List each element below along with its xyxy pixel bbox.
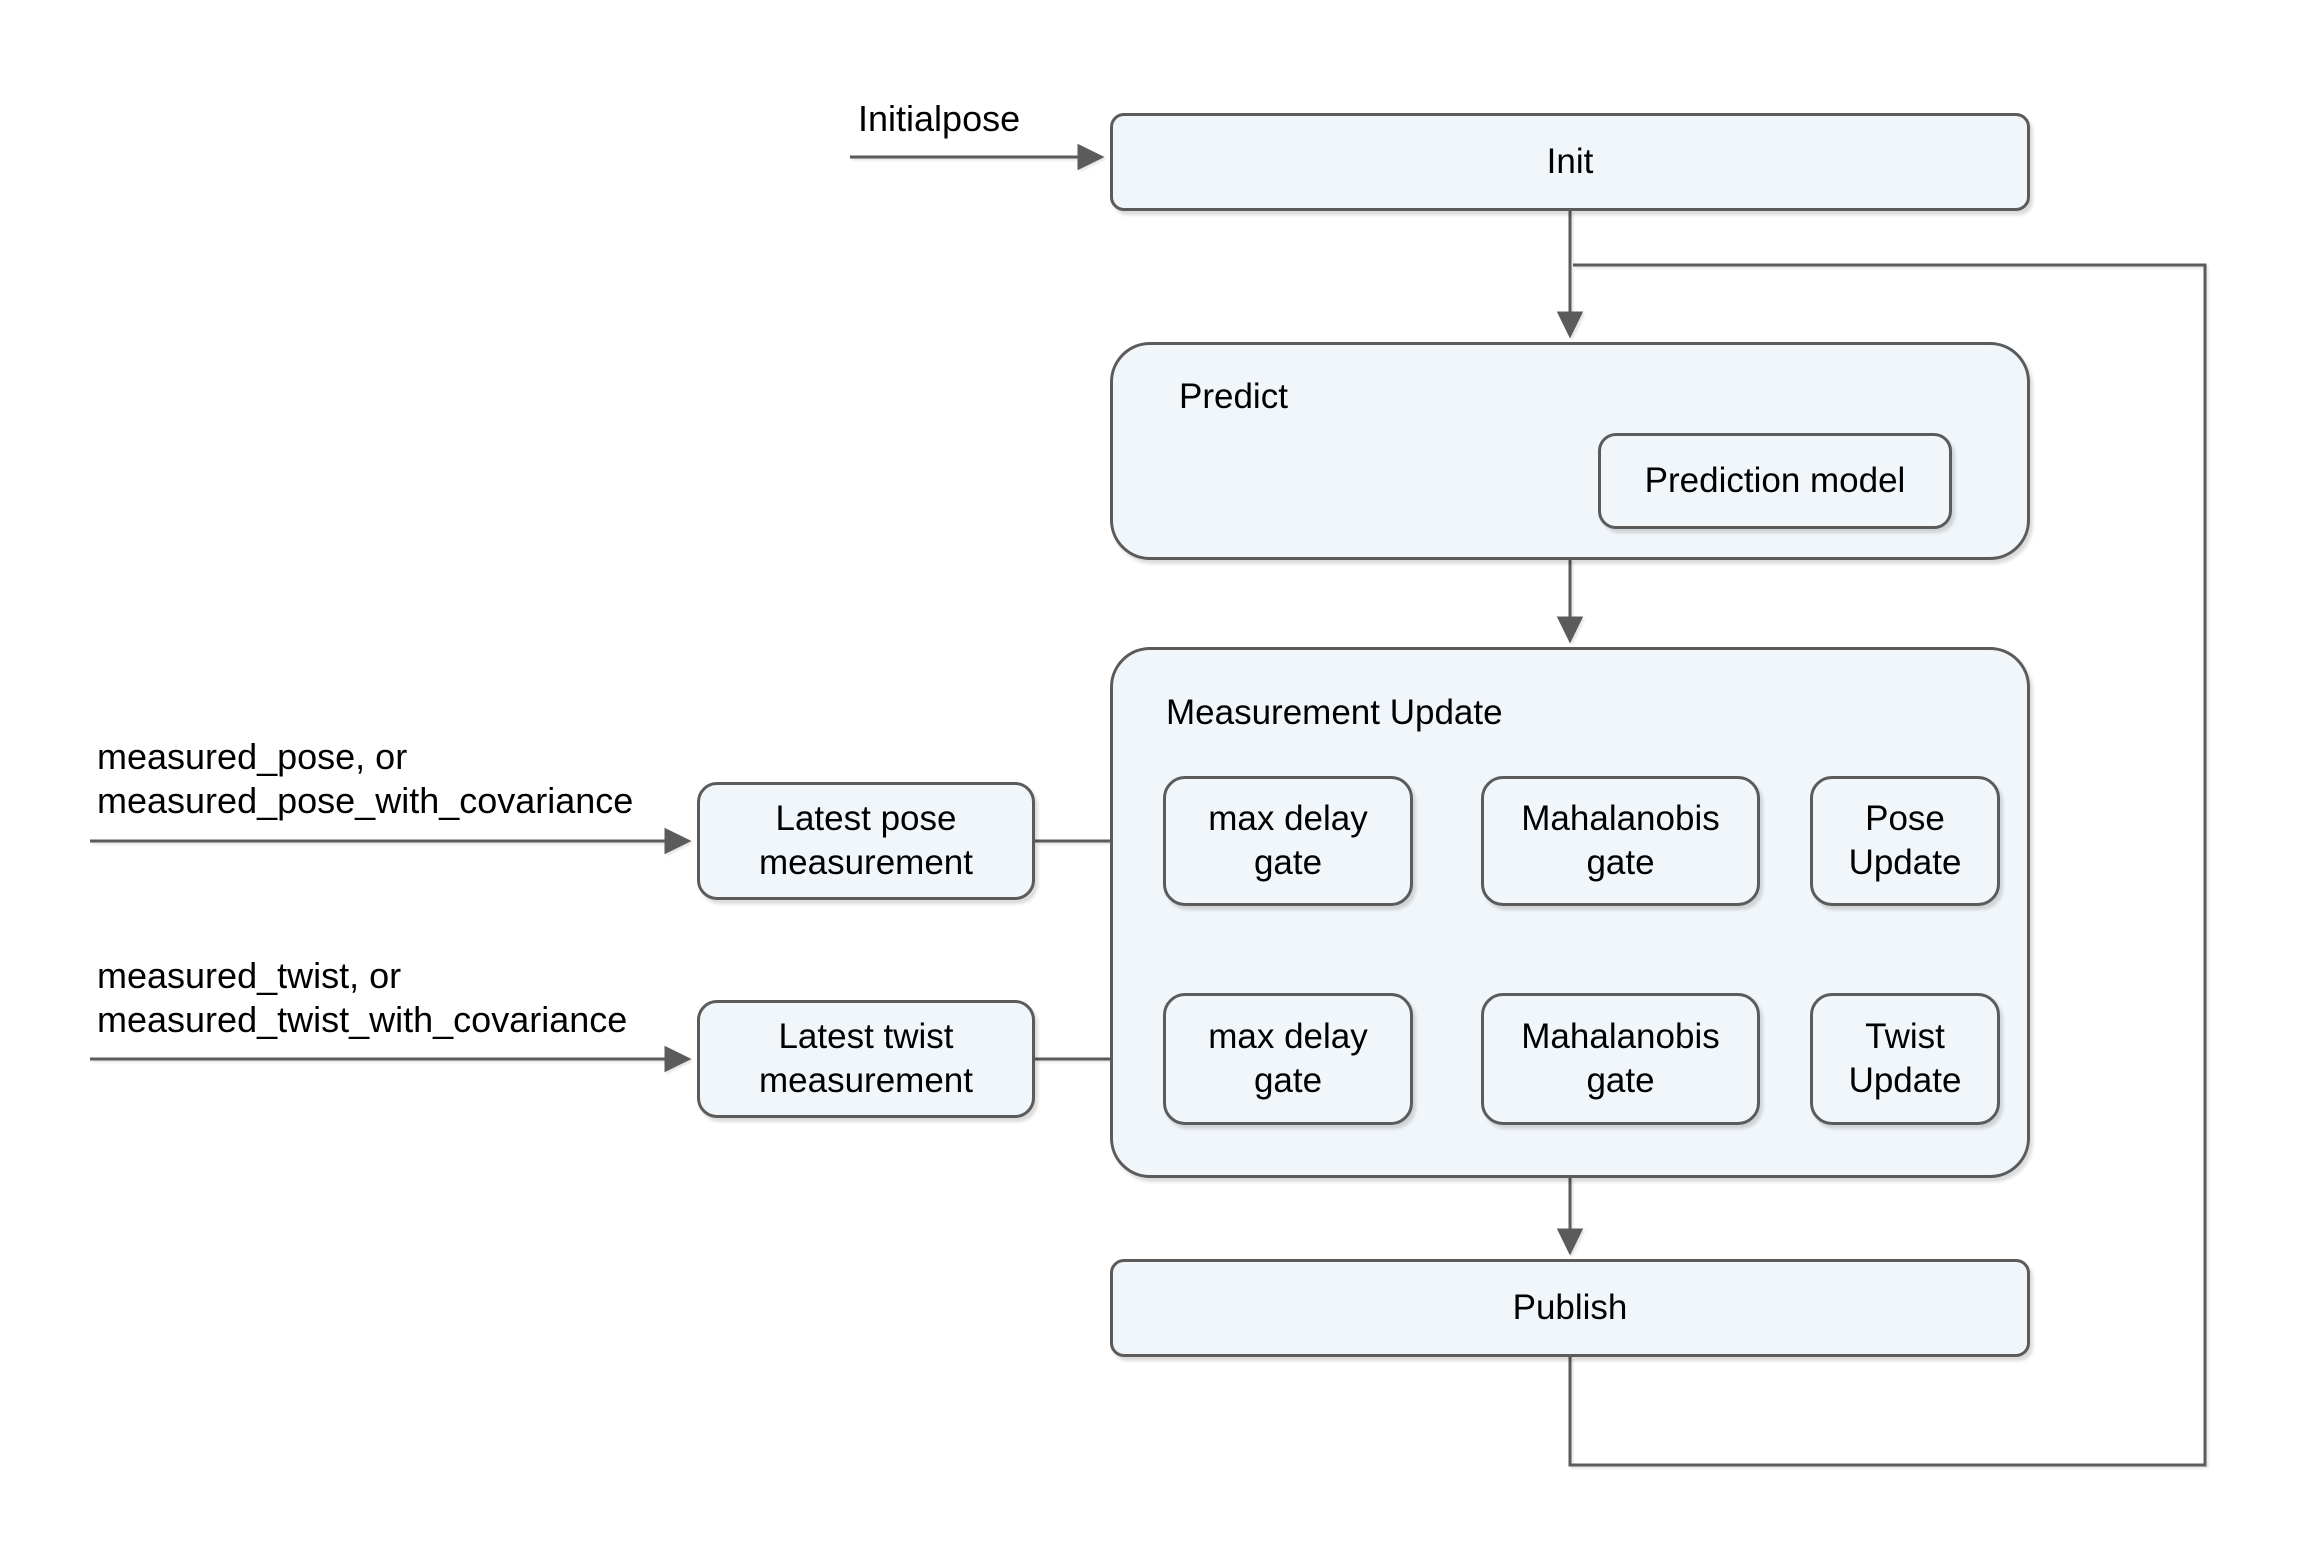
prediction-model-label: Prediction model (1644, 461, 1906, 500)
initialpose-label: Initialpose (858, 98, 1021, 139)
measured-pose-label: measured_pose, or measured_pose_with_cov… (97, 736, 634, 821)
twist-update-node: Twist Update (1810, 993, 2000, 1125)
latest-pose-measurement-label: Latest pose measurement (759, 799, 973, 882)
measured-twist-label: measured_twist, or measured_twist_with_c… (97, 955, 628, 1040)
prediction-model-node: Prediction model (1598, 433, 1952, 529)
twist-mahalanobis-gate-label: Mahalanobis gate (1521, 1017, 1720, 1100)
init-label: Init (1546, 142, 1594, 181)
pose-max-delay-gate-label: max delay gate (1208, 799, 1368, 882)
publish-label: Publish (1512, 1288, 1628, 1327)
measurement-update-label: Measurement Update (1166, 693, 1503, 732)
latest-twist-measurement-node: Latest twist measurement (697, 1000, 1035, 1118)
init-node: Init (1110, 113, 2030, 211)
twist-max-delay-gate-label: max delay gate (1208, 1017, 1368, 1100)
pose-update-label: Pose Update (1848, 799, 1962, 882)
latest-pose-measurement-node: Latest pose measurement (697, 782, 1035, 900)
pose-update-node: Pose Update (1810, 776, 2000, 906)
pose-mahalanobis-gate-label: Mahalanobis gate (1521, 799, 1720, 882)
twist-mahalanobis-gate-node: Mahalanobis gate (1481, 993, 1760, 1125)
twist-max-delay-gate-node: max delay gate (1163, 993, 1413, 1125)
twist-update-label: Twist Update (1848, 1017, 1962, 1100)
pose-max-delay-gate-node: max delay gate (1163, 776, 1413, 906)
predict-label: Predict (1179, 377, 1288, 416)
latest-twist-measurement-label: Latest twist measurement (759, 1017, 973, 1100)
pose-mahalanobis-gate-node: Mahalanobis gate (1481, 776, 1760, 906)
publish-node: Publish (1110, 1259, 2030, 1357)
connector-publish-feedback-loop (1568, 263, 2207, 1467)
